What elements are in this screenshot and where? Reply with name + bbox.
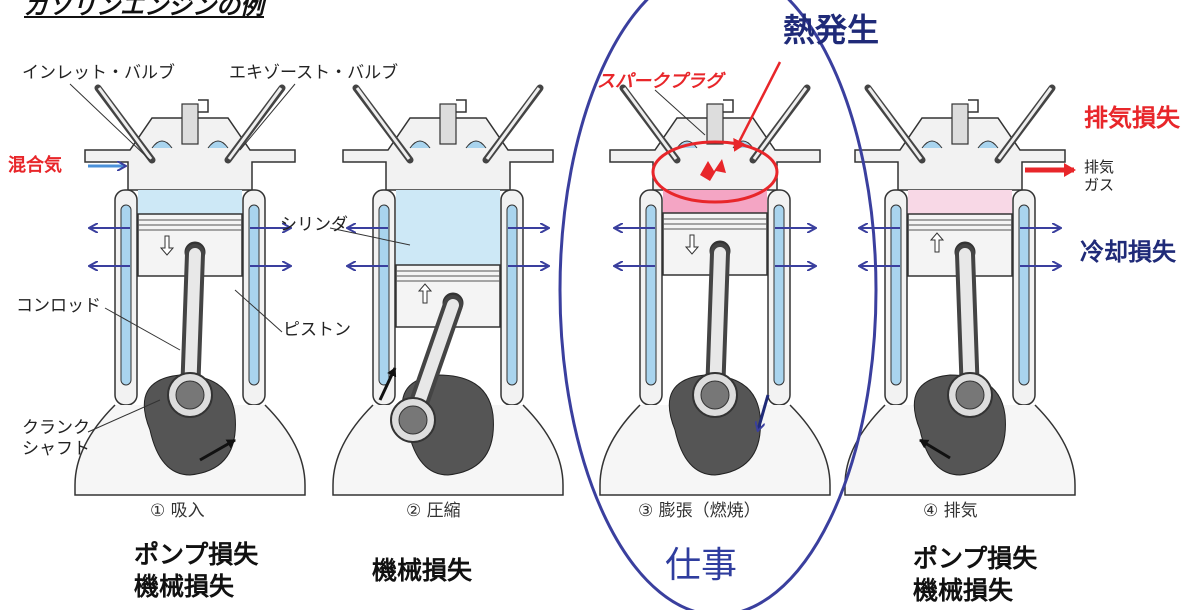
- spark-plug: [706, 103, 724, 145]
- exhaust-valve-highlight: [485, 87, 541, 160]
- stroke-caption-intake: ① 吸入: [150, 501, 205, 521]
- coolant-jacket-left: [645, 204, 657, 386]
- inlet-port: [921, 140, 943, 149]
- leader-spark-plug: [654, 89, 706, 136]
- conrod-label: コンロッド: [16, 296, 101, 316]
- exhaust-valve-highlight: [227, 87, 283, 160]
- exhaust-gas-label-1: 排気: [1084, 158, 1115, 176]
- stroke-caption-compression: ② 圧縮: [406, 501, 461, 521]
- leader-inlet-valve: [69, 83, 151, 161]
- heat-generation-label: 熱発生: [783, 11, 880, 49]
- inlet-port: [151, 140, 173, 149]
- engine-4: [844, 84, 1076, 496]
- flame-icon: [700, 159, 726, 181]
- inlet-valve-highlight: [355, 87, 411, 160]
- leader-conrod: [104, 307, 181, 351]
- cooling-loss-label: 冷却損失: [1080, 238, 1176, 266]
- crankshaft-label-1: クランク: [22, 418, 90, 438]
- crank-web: [143, 374, 236, 476]
- coolant-jacket-right: [248, 204, 260, 386]
- cylinder-head: [854, 117, 1066, 191]
- crank-rotation-arrow-3: [758, 394, 770, 430]
- exhaust-valve-label: エキゾースト・バルブ: [229, 63, 399, 83]
- page-title: ガソリンエンジンの例: [24, 0, 264, 20]
- stroke-caption-expansion: ③ 膨張（燃焼）: [638, 501, 761, 521]
- spark-plug-terminal: [456, 99, 467, 113]
- engine-2: [332, 84, 564, 496]
- expansion-stroke-ellipse: [558, 0, 878, 610]
- exhaust-valve-highlight: [997, 87, 1053, 160]
- exhaust-loss-label: 排気損失: [1084, 104, 1180, 132]
- spark-plug-terminal: [968, 99, 979, 113]
- conrod-inner: [959, 248, 976, 401]
- leader-cylinder: [329, 227, 411, 246]
- loss-pump-intake: ポンプ損失: [134, 540, 259, 569]
- cylinder-label: シリンダ: [280, 215, 348, 235]
- heat-generation-arrow: [733, 61, 782, 152]
- coolant-jacket-left: [890, 204, 902, 386]
- crank-web: [668, 374, 761, 476]
- spark-plug-label: スパークプラグ: [597, 71, 723, 92]
- engine-3: [599, 84, 831, 496]
- conrod-inner: [184, 248, 201, 401]
- crank-pin: [955, 380, 985, 410]
- inlet-port: [409, 140, 431, 149]
- combustion-highlight: [651, 140, 779, 204]
- spark-plug: [439, 103, 457, 145]
- engine-1: [74, 84, 306, 496]
- crank-rotation-arrow-4: [919, 438, 951, 460]
- loss-mechanical-intake: 機械損失: [134, 572, 235, 601]
- inlet-valve-label: インレット・バルブ: [22, 63, 175, 83]
- cylinder-head: [84, 117, 296, 191]
- crank-rotation-arrow-1: [199, 438, 236, 462]
- crankshaft-label-2: シャフト: [22, 439, 90, 459]
- conrod-inner: [709, 247, 726, 401]
- inlet-valve-highlight: [622, 87, 678, 160]
- crank-pin: [175, 380, 205, 410]
- spark-plug-terminal: [198, 99, 209, 113]
- crank-pin: [700, 380, 730, 410]
- piston-motion-arrow: [159, 235, 175, 256]
- spark-plug-terminal: [723, 99, 734, 113]
- exhaust-gas-label-2: ガス: [1084, 176, 1115, 194]
- piston-label: ピストン: [283, 320, 351, 340]
- piston-motion-arrow: [684, 234, 700, 255]
- exhaust-valve-highlight: [752, 87, 808, 160]
- mixture-label: 混合気: [8, 155, 62, 176]
- spark-plug: [181, 103, 199, 145]
- loss-pump-exhaust: ポンプ損失: [913, 544, 1038, 573]
- cylinder-head: [342, 117, 554, 191]
- coolant-jacket-left: [378, 204, 390, 386]
- crank-rotation-arrow-2: [378, 367, 397, 401]
- leader-crankshaft: [87, 399, 161, 433]
- leader-exhaust-valve: [239, 83, 296, 151]
- combustion-chamber: [396, 190, 500, 265]
- coolant-jacket-right: [1018, 204, 1030, 386]
- exhaust-port: [207, 140, 229, 149]
- combustion-chamber: [138, 190, 242, 214]
- leader-piston: [234, 289, 283, 333]
- inlet-valve-highlight: [867, 87, 923, 160]
- piston-motion-arrow: [417, 283, 433, 304]
- coolant-jacket-left: [120, 204, 132, 386]
- spark-plug: [951, 103, 969, 145]
- crank-pin: [398, 405, 428, 435]
- exhaust-port: [465, 140, 487, 149]
- work-label: 仕事: [665, 545, 738, 586]
- inlet-valve-highlight: [97, 87, 153, 160]
- exhaust-port: [977, 140, 999, 149]
- coolant-jacket-right: [506, 204, 518, 386]
- combustion-chamber: [908, 190, 1012, 214]
- coolant-jacket-right: [773, 204, 785, 386]
- stroke-caption-exhaust: ④ 排気: [923, 501, 978, 521]
- piston-motion-arrow: [929, 232, 945, 253]
- loss-mechanical-compression: 機械損失: [372, 556, 473, 585]
- cylinder-head: [609, 117, 821, 191]
- loss-mechanical-exhaust: 機械損失: [913, 576, 1014, 605]
